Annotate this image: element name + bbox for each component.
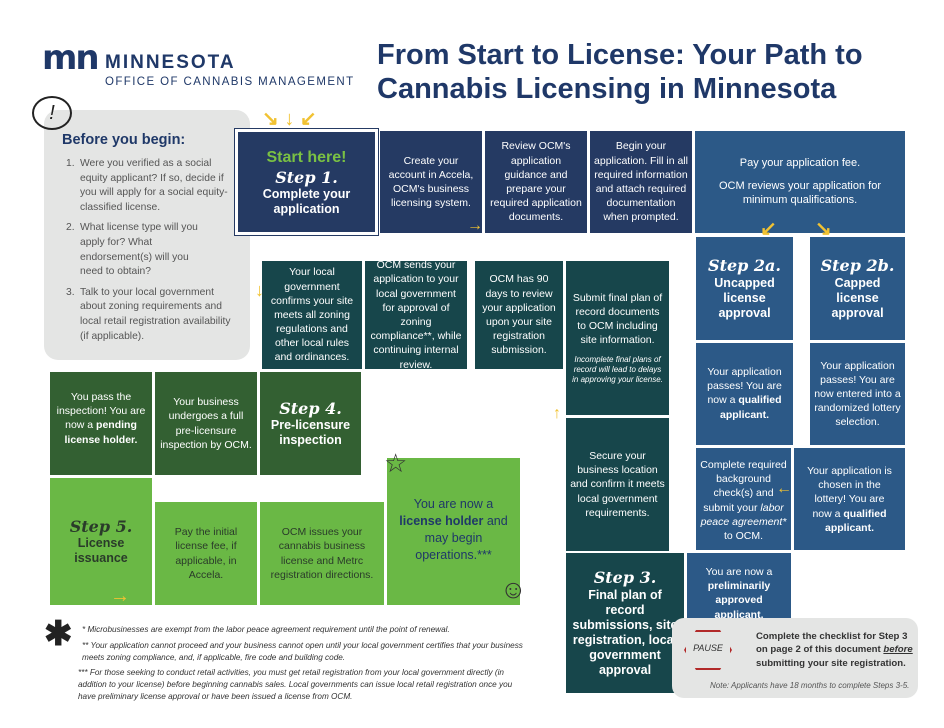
step-2b-label: Step 2b. — [820, 256, 895, 276]
pass-inspection-box: You pass the inspection! You are now a p… — [50, 372, 152, 475]
pause-callout: PAUSE Complete the checklist for Step 3 … — [672, 618, 918, 698]
ocm-90-days-box: OCM has 90 days to review your applicati… — [475, 261, 563, 369]
before-heading: Before you begin: — [62, 132, 186, 148]
arrow-down-icon: ↘ ↓ ↙ — [262, 108, 317, 130]
step-1-box: Start here! Step 1. Complete your applic… — [234, 128, 379, 236]
title-line-2: Cannabis Licensing in Minnesota — [377, 73, 837, 105]
step-4-label: Step 4. — [279, 398, 342, 418]
local-government-confirms-box: Your local government confirms your site… — [262, 261, 362, 369]
license-holder-box: You are now a license holder and may beg… — [387, 458, 520, 605]
arrow-curve-down-icon: ↓ — [255, 280, 264, 300]
org-name: MINNESOTA — [105, 52, 236, 73]
background-check-box: Complete required background check(s) an… — [696, 448, 791, 550]
preliminarily-approved-box: You are now a preliminarily approved app… — [687, 553, 791, 623]
arrow-left-icon: ← — [776, 480, 792, 497]
star-icon: ☆ — [384, 448, 408, 478]
ocm-issues-license-box: OCM issues your cannabis business licens… — [260, 502, 384, 605]
footnote-1: * Microbusinesses are exempt from the la… — [82, 625, 450, 634]
review-qualifications-text: OCM reviews your application for minimum… — [718, 179, 881, 207]
before-item: 2.What license type will you apply for? … — [66, 222, 198, 278]
step-4-title: Pre-licensure inspection — [270, 418, 351, 448]
footnote-2: ** Your application cannot proceed and y… — [82, 641, 523, 662]
pause-note: Note: Applicants have 18 months to compl… — [710, 681, 910, 690]
arrow-down-left-icon: ↙ — [760, 218, 777, 240]
logo-mark: mn — [42, 38, 100, 78]
org-subtitle: OFFICE OF CANNABIS MANAGEMENT — [105, 76, 355, 88]
footnote-3: *** For those seeking to conduct retail … — [78, 668, 513, 701]
begin-application-box: Begin your application. Fill in all requ… — [590, 131, 692, 233]
qualified-applicant-box: Your application passes! You are now a q… — [696, 343, 793, 445]
logo: mn — [42, 38, 100, 78]
step-2b-title: Capped license approval — [831, 275, 884, 320]
arrow-down-right-icon: ↘ — [815, 218, 832, 240]
create-account-box: Create your account in Accela, OCM's bus… — [380, 131, 482, 233]
page-title: From Start to License: Your Path to Cann… — [377, 38, 863, 106]
submit-final-plan-box: Submit final plan of record documents to… — [566, 261, 669, 415]
step-5-label: Step 5. — [69, 516, 133, 536]
pause-stamp-text: PAUSE — [693, 643, 723, 653]
pause-message: Complete the checklist for Step 3 on pag… — [756, 631, 913, 669]
step-1-title: Complete your application — [262, 187, 351, 217]
pay-fee-text: Pay your application fee. — [739, 156, 861, 169]
smiley-icon: ☺ — [500, 574, 527, 604]
step-3-box: Step 3. Final plan of record submissions… — [566, 553, 684, 693]
secure-location-box: Secure your business location and confir… — [566, 418, 669, 551]
step-2a-label: Step 2a. — [708, 256, 781, 276]
step-3-title: Final plan of record submissions, site r… — [572, 587, 678, 677]
pay-fee-box: Pay your application fee. OCM reviews yo… — [695, 131, 905, 233]
before-item: 1.Were you verified as a social equity a… — [66, 158, 228, 213]
lottery-entry-box: Your application passes! You are now ent… — [810, 343, 905, 445]
exclamation-circle-icon: ! — [32, 96, 72, 130]
pay-license-fee-box: Pay the initial license fee, if applicab… — [155, 502, 257, 605]
ocm-sends-application-box: OCM sends your application to your local… — [365, 259, 467, 371]
inspection-box: Your business undergoes a full pre-licen… — [155, 372, 257, 475]
lottery-chosen-box: Your application is chosen in the lotter… — [794, 448, 905, 550]
step-5-title: License issuance — [74, 536, 128, 566]
arrow-right-icon: → — [110, 585, 130, 607]
step-5-box: Step 5. License issuance — [50, 478, 152, 605]
before-you-begin-panel: Before you begin: 1.Were you verified as… — [44, 110, 250, 360]
step-2b-box: Step 2b. Capped license approval — [810, 237, 905, 340]
step-2a-title: Uncapped license approval — [714, 275, 775, 320]
title-line-1: From Start to License: Your Path to — [377, 39, 863, 71]
step-3-label: Step 3. — [593, 568, 657, 588]
step-1-label: Step 1. — [275, 168, 338, 188]
pause-stamp-icon — [684, 630, 732, 670]
step-2a-box: Step 2a. Uncapped license approval — [696, 237, 793, 340]
start-here-label: Start here! — [266, 148, 347, 166]
arrow-up-icon: ↑ — [553, 405, 561, 422]
asterisk-icon: ✱ — [44, 615, 73, 653]
review-guidance-box: Review OCM's application guidance and pr… — [485, 131, 587, 233]
arrow-right-icon: → — [467, 217, 483, 234]
step-4-box: Step 4. Pre-licensure inspection — [260, 372, 361, 475]
before-item: 3.Talk to your local government about zo… — [66, 286, 231, 342]
